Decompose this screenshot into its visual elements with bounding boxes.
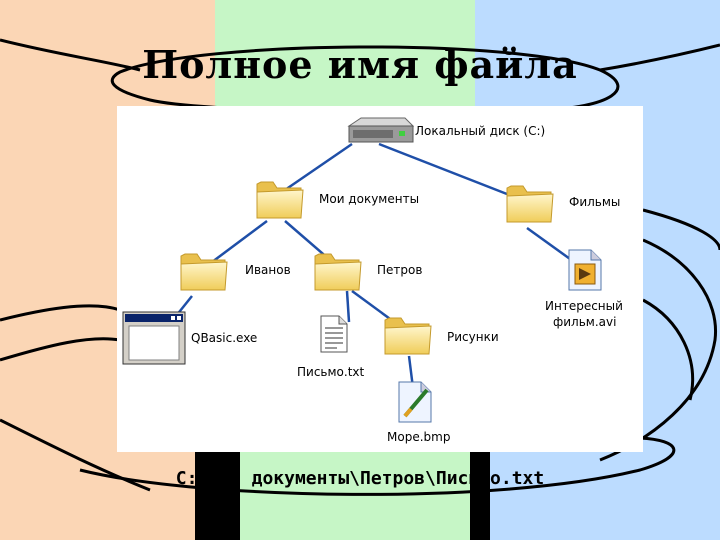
label-qbasic-exe: QBasic.exe xyxy=(191,331,258,345)
label-petrov: Петров xyxy=(377,263,423,277)
hard-disk-icon xyxy=(347,117,415,143)
exe-window-icon xyxy=(122,311,186,365)
label-ivanov: Иванов xyxy=(245,263,291,277)
full-file-path: C:\Мои документы\Петров\Письмо.txt xyxy=(175,468,545,489)
label-local-disk: Локальный диск (C:) xyxy=(415,124,546,138)
label-letter-txt: Письмо.txt xyxy=(297,365,365,379)
label-pictures: Рисунки xyxy=(447,330,499,344)
tree-connectors xyxy=(171,142,578,389)
label-film-line1: Интересный xyxy=(545,299,623,313)
slide-title: Полное имя файла xyxy=(142,42,578,87)
video-file-icon xyxy=(568,249,602,291)
label-film-line2: фильм.avi xyxy=(553,315,617,329)
folder-icon-petrov xyxy=(314,253,362,291)
text-file-icon xyxy=(320,315,348,353)
label-sea-bmp: Море.bmp xyxy=(387,430,451,444)
label-my-documents: Мои документы xyxy=(319,192,420,206)
tree-graphics xyxy=(122,117,602,423)
folder-icon-pictures xyxy=(384,317,432,355)
folder-tree-diagram: Локальный диск (C:) Мои документы Фильмы… xyxy=(117,106,643,452)
bitmap-file-icon xyxy=(398,381,432,423)
folder-icon-ivanov xyxy=(180,253,228,291)
folder-icon-my-documents xyxy=(256,181,304,219)
folder-icon-movies xyxy=(506,185,554,223)
label-movies: Фильмы xyxy=(569,195,621,209)
